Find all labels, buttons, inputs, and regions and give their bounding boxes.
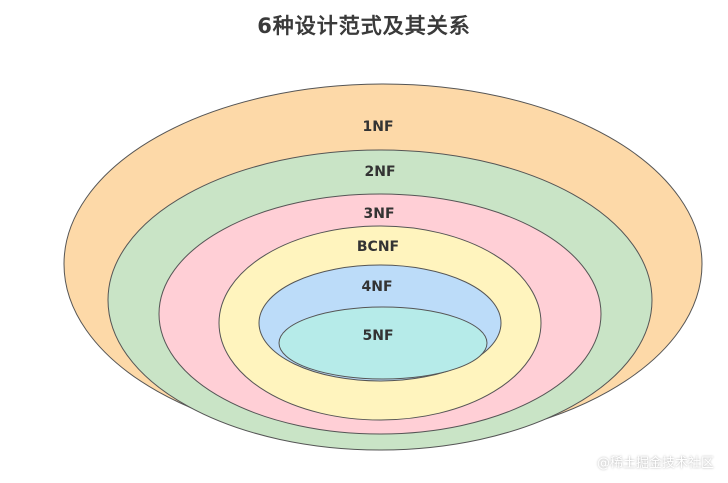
label-5nf: 5NF bbox=[362, 328, 393, 344]
ring-5nf bbox=[278, 306, 488, 380]
watermark: @稀土掘金技术社区 bbox=[596, 456, 714, 471]
label-2nf: 2NF bbox=[364, 164, 395, 180]
label-3nf: 3NF bbox=[363, 206, 394, 222]
label-1nf: 1NF bbox=[362, 119, 393, 135]
diagram-title: 6种设计范式及其关系 bbox=[257, 14, 471, 38]
label-4nf: 4NF bbox=[361, 279, 392, 295]
label-bcnf: BCNF bbox=[357, 239, 399, 255]
